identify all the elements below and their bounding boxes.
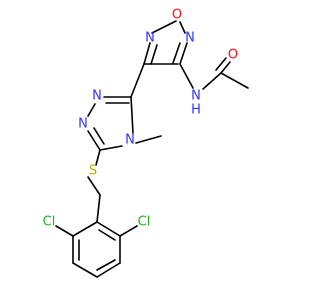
bond-n4-methyl	[135, 135, 162, 144]
bond-c4-n5-double	[172, 42, 181, 64]
bond-benz-3	[96, 262, 121, 278]
bond-s-ch2	[87, 176, 101, 196]
bond-benz-4	[72, 262, 98, 278]
atom-cl-left: Cl	[43, 215, 56, 230]
bond-c-s	[95, 149, 101, 166]
atom-cl-right: Cl	[138, 215, 151, 230]
bond-n4-c	[130, 96, 134, 134]
bond-ring-cl-right	[119, 225, 138, 237]
bond-furazan-triazole	[130, 63, 145, 98]
bond-c4-n5	[179, 42, 188, 65]
molecule-structure: O N N N H O N N N S Cl Cl	[43, 8, 249, 278]
atom-n-triazole-2: N	[78, 117, 88, 132]
bond-benz-6	[72, 221, 98, 237]
molecule-drawing: O N N N H O N N N S Cl Cl	[43, 8, 249, 278]
bond-n2-c-double	[93, 127, 105, 145]
bond-benz-1	[96, 221, 121, 237]
atom-o-furazan: O	[172, 8, 182, 23]
atom-n-triazole-1: N	[92, 89, 102, 104]
bond-carbonyl-o	[220, 61, 231, 74]
bond-n2-c3	[143, 42, 151, 65]
bond-nh-carbonyl	[202, 72, 222, 90]
bond-carbonyl-o-double	[215, 57, 227, 71]
bond-c-n4	[99, 145, 123, 151]
atom-s-thioether: S	[89, 164, 97, 179]
atom-h-of-nh: H	[191, 103, 201, 118]
bond-n5-o1	[179, 21, 186, 34]
atom-n-furazan-left: N	[145, 31, 155, 46]
bond-c4-nh	[179, 63, 194, 89]
atom-n-furazan-right: N	[185, 31, 195, 46]
bond-benz-3-double	[96, 259, 116, 271]
bond-carbonyl-methyl	[220, 72, 249, 89]
bond-n2-c3-double	[150, 44, 158, 65]
bond-n2-c	[87, 130, 101, 151]
atom-n-triazole-4: N	[125, 133, 135, 148]
bond-ring-cl-left	[55, 225, 74, 237]
atom-nh: N	[191, 89, 201, 104]
bond-ch2-ring	[96, 194, 101, 223]
atom-o-carbonyl: O	[228, 48, 238, 63]
bond-o1-n2	[151, 20, 177, 34]
bond-benz-1-double	[98, 229, 116, 241]
bond-n1-n2	[87, 103, 96, 117]
